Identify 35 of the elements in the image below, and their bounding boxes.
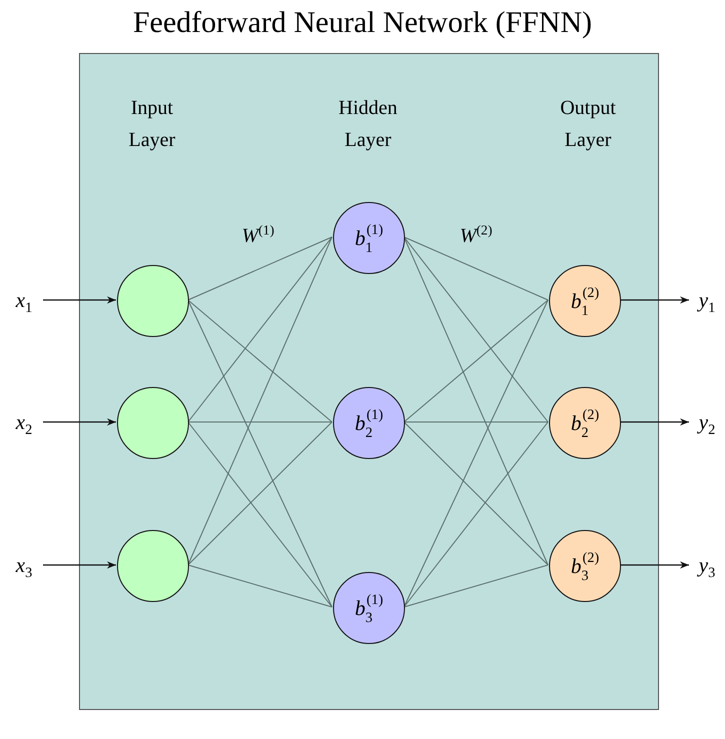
connection-line	[188, 422, 332, 566]
input-label: x$_{1}$	[16, 290, 32, 310]
arrow	[43, 296, 116, 304]
network-panel	[79, 53, 659, 710]
connection-line	[404, 300, 548, 422]
connection-line	[404, 236, 548, 566]
connection-line	[188, 236, 332, 422]
arrow	[43, 418, 116, 426]
layer-heading: Input Layer	[128, 96, 176, 153]
connection-line	[188, 236, 332, 300]
arrow	[620, 296, 689, 304]
input-label: x$_{2}$	[16, 412, 32, 432]
output-label: y$_{2}$	[698, 412, 716, 432]
connection-line	[404, 564, 548, 608]
connection-line	[188, 236, 332, 566]
layer-heading: Hidden Layer	[338, 96, 398, 153]
input-label: x$_{3}$	[16, 554, 32, 576]
connection-line	[404, 422, 548, 566]
layer-heading: Output Layer	[559, 96, 617, 153]
output-label: y$_{3}$	[698, 554, 716, 576]
connection-line	[404, 236, 548, 300]
arrow	[620, 418, 689, 426]
arrow	[620, 561, 689, 569]
connection-line	[188, 300, 332, 422]
connection-line	[404, 422, 548, 608]
weight-label: W$^{(2)}$	[458, 221, 494, 249]
connection-line	[188, 300, 332, 608]
connection-line	[404, 300, 548, 608]
diagram-title: Feedforward Neural Network (FFNN)	[132, 6, 594, 40]
output-label: y$_{1}$	[698, 290, 716, 310]
connection-line	[188, 564, 332, 608]
weight-label: W$^{(1)}$	[240, 221, 276, 249]
arrow	[43, 561, 116, 569]
connection-line	[188, 422, 332, 608]
connection-line	[404, 236, 548, 422]
